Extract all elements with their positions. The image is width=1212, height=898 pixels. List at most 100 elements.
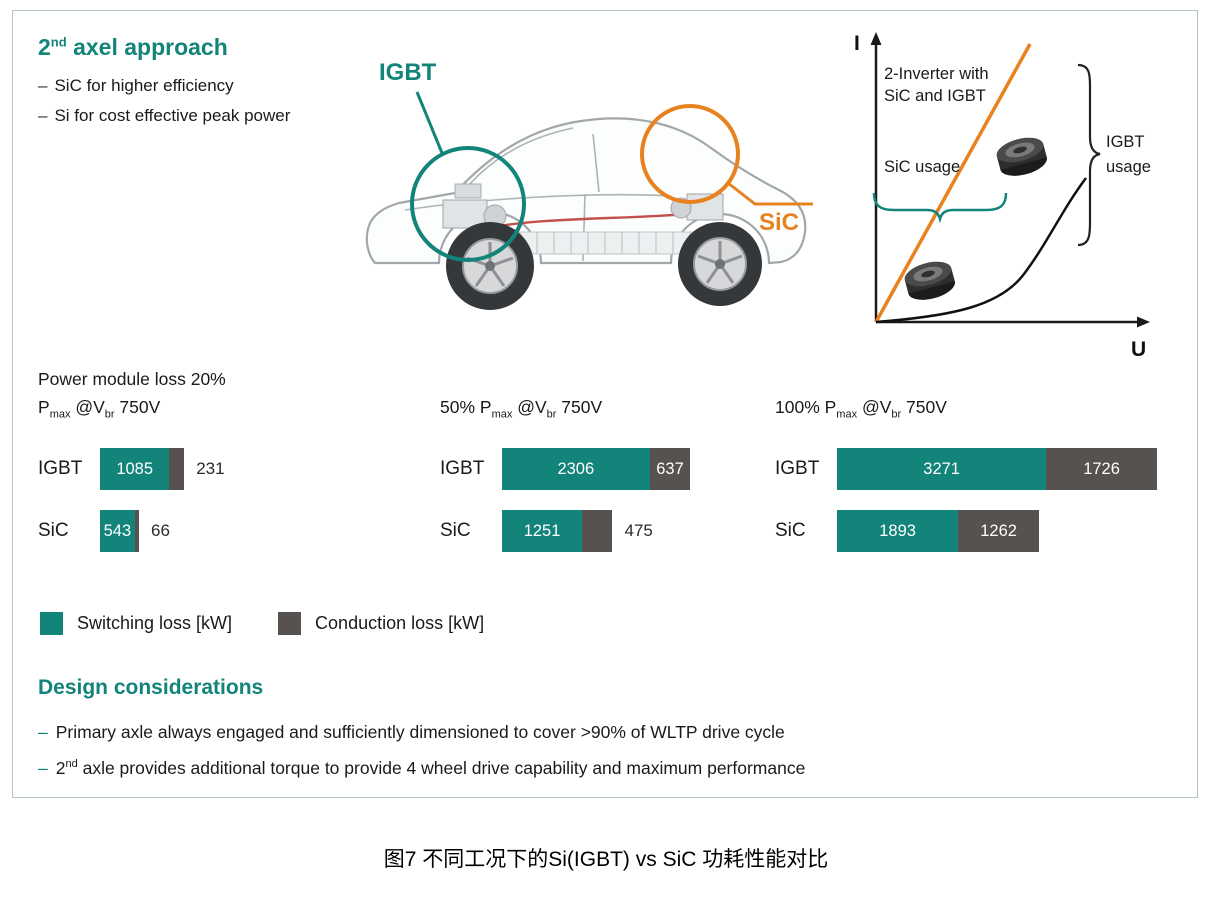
approach-title-rest: axel approach [66,34,228,60]
design-bullet: –2nd axle provides additional torque to … [38,757,806,778]
stacked-bar: 3271 1726 [837,448,1169,490]
stacked-bar: 543 66 [100,510,170,552]
bar-row: SiC 543 66 [38,510,226,552]
approach-block: 2nd axel approach –SiC for higher effici… [38,34,290,131]
igbt-usage-label-line2: usage [1106,158,1151,176]
conduction-loss-value: 637 [656,459,684,478]
y-axis-arrow [870,32,882,45]
stacked-bar: 1893 1262 [837,510,1051,552]
switching-loss-swatch [40,612,63,635]
switching-loss-segment: 3271 [837,448,1047,490]
group-header: 100% Pmax @Vbr 750V [775,362,1169,421]
bar-row-label: IGBT [440,458,485,479]
design-heading: Design considerations [38,676,264,699]
front-wheel [446,222,534,310]
legend-item-switching: Switching loss [kW] [40,612,232,635]
design-bullets: –Primary axle always engaged and suffici… [38,712,805,784]
approach-title-sup: nd [50,34,67,50]
conduction-loss-swatch [278,612,302,635]
bar-row-label: SiC [38,520,69,541]
sic-usage-brace [872,192,1008,224]
switching-loss-value: 3271 [923,459,960,478]
conduction-loss-segment [134,510,139,552]
stacked-bar: 1251 475 [502,510,653,552]
legend-label: Conduction loss [kW] [315,613,485,633]
switching-loss-segment: 1085 [100,448,170,490]
sic-highlight-circle [640,104,740,204]
power-module-icon [901,257,958,305]
approach-bullet: –SiC for higher efficiency [38,71,290,101]
conduction-loss-segment [169,448,185,490]
bar-row-label: IGBT [38,458,83,479]
stacked-bar: 1085 231 [100,448,225,490]
conduction-loss-value-outside: 66 [150,521,170,540]
b-pillar-line [592,133,600,193]
igbt-curve [875,177,1088,324]
group-header: 50% Pmax @Vbr 750V [440,362,702,421]
bullet-dash: – [38,76,48,95]
switching-loss-segment: 543 [100,510,135,552]
switching-loss-value: 543 [103,521,132,540]
igbt-usage-brace [1077,63,1101,247]
legend-label: Switching loss [kW] [77,613,233,633]
design-considerations: Design considerations –Primary axle alwa… [38,676,805,784]
group-header-line1: Power module loss 20% [38,368,226,389]
stacked-bar: 2306 637 [502,448,702,490]
iv-graph: I U 2-Inverter with SiC and IGBT SiC usa… [854,32,1151,361]
bar-row: SiC 1893 1262 [775,510,1169,552]
switching-loss-segment: 2306 [502,448,650,490]
conduction-loss-value: 1262 [980,521,1017,540]
conduction-loss-segment: 1262 [958,510,1039,552]
bar-row-label: SiC [440,520,471,541]
x-axis-label: U [1131,338,1146,361]
chart-group-20pct: Power module loss 20% Pmax @Vbr 750V IGB… [38,362,226,552]
legend: Switching loss [kW] Conduction loss [kW] [40,612,484,635]
sic-curve [874,43,1032,323]
conduction-loss-value-outside: 475 [624,521,653,540]
sic-connector-line [727,181,813,206]
bullet-text: Si for cost effective peak power [54,106,291,125]
igbt-connector-line [415,91,444,154]
chart-group-50pct: 50% Pmax @Vbr 750V IGBT 2306 637 SiC 125… [440,362,702,552]
switching-loss-value: 1251 [523,521,561,540]
switching-loss-segment: 1893 [837,510,959,552]
switching-loss-segment: 1251 [502,510,583,552]
figure-caption: 图7 不同工况下的Si(IGBT) vs SiC 功耗性能对比 [383,848,829,871]
igbt-highlight-circle [410,146,526,262]
x-axis-arrow [1137,316,1150,328]
group-header: Power module loss 20% Pmax @Vbr 750V [38,362,226,421]
beltline [404,193,672,211]
bullet-dash: – [38,106,48,125]
igbt-usage-label-line1: IGBT [1106,133,1145,151]
loss-bar-charts: Power module loss 20% Pmax @Vbr 750V IGB… [0,362,1212,602]
bullet-text: axle provides additional torque to provi… [77,757,806,778]
switching-loss-value: 1085 [116,459,154,478]
bar-row: IGBT 3271 1726 [775,448,1169,490]
front-inverter [442,183,507,229]
graph-annotation-line2: SiC and IGBT [884,87,986,105]
conduction-loss-value-outside: 231 [196,459,225,478]
figure-frame [12,10,1198,798]
bullet-text: Primary axle always engaged and sufficie… [55,721,785,742]
conduction-loss-segment: 1726 [1046,448,1157,490]
windshield-line [462,127,574,193]
igbt-label: IGBT [379,59,437,86]
rear-wheel [678,222,762,306]
conduction-loss-segment [582,510,613,552]
approach-bullets: –SiC for higher efficiency –Si for cost … [38,71,290,131]
design-bullet: –Primary axle always engaged and suffici… [38,712,805,748]
power-module-icon [993,133,1050,181]
bullet-dash: – [38,757,48,778]
approach-title-num: 2 [38,34,51,60]
graph-annotation-line1: 2-Inverter with [884,65,989,83]
rear-motor [670,193,724,221]
approach-bullet: –Si for cost effective peak power [38,101,290,131]
bar-row-label: SiC [775,520,806,541]
chart-group-100pct: 100% Pmax @Vbr 750V IGBT 3271 1726 SiC 1… [775,362,1169,552]
group-header-line2: 100% Pmax @Vbr 750V [775,396,947,421]
battery-pack [502,231,698,255]
approach-title: 2nd axel approach [38,34,290,61]
bullet-dash: – [38,721,48,742]
sic-label: SiC [759,209,799,236]
conduction-loss-segment: 637 [649,448,691,490]
